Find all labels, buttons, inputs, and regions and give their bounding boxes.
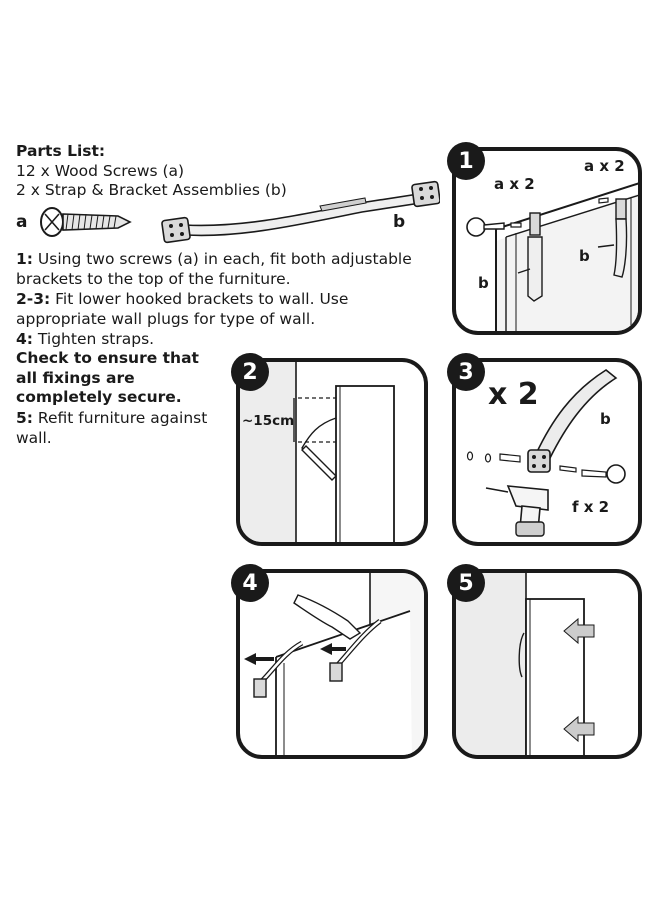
strap-bracket-assembly-icon: [161, 180, 440, 244]
parts-item-wood-screws: 12 x Wood Screws (a): [16, 162, 185, 180]
step-2-badge: 2: [231, 353, 269, 391]
step-3-panel: x 2 b f x 2: [452, 358, 642, 546]
parts-item-strap-brackets: 2 x Strap & Bracket Assemblies (b): [16, 181, 287, 199]
step-3-label-f: f x 2: [572, 498, 610, 516]
instruction-step-2-3: 2-3: Fit lower hooked brackets to wall. …: [16, 290, 349, 328]
label-a: a: [16, 212, 28, 232]
step-4-panel: [236, 569, 428, 759]
instruction-step-5: 5: Refit furniture against wall.: [16, 409, 208, 447]
step-3-multiplier: x 2: [488, 377, 539, 412]
step-5-panel: [452, 569, 642, 759]
instruction-check: Check to ensure that all fixings are com…: [16, 349, 199, 406]
step-5-badge: 5: [447, 564, 485, 602]
push-arrow-bottom-icon: [563, 715, 595, 743]
step-2-panel: ~15cm: [236, 358, 428, 546]
step-4-badge: 4: [231, 564, 269, 602]
instruction-step-1: 1: Using two screws (a) in each, fit bot…: [16, 250, 412, 288]
step-2-measure-label: ~15cm: [242, 413, 295, 429]
step-5-illustration: [456, 573, 595, 755]
step-4-illustration: [244, 573, 424, 755]
push-arrow-top-icon: [563, 617, 595, 645]
parts-illustration: [40, 180, 440, 244]
parts-list-title: Parts List:: [16, 142, 106, 160]
instruction-step-4: 4: Tighten straps.: [16, 330, 155, 348]
wood-screw-icon: [40, 207, 132, 237]
step-2-illustration: [240, 362, 395, 542]
step-1-label-b-left: b: [478, 274, 489, 292]
step-1-label-a-left: a x 2: [494, 175, 535, 193]
step-1-badge: 1: [447, 142, 485, 180]
step-1-label-b-right: b: [579, 247, 590, 265]
step-3-label-b: b: [600, 410, 611, 428]
step-1-label-a-right: a x 2: [584, 157, 625, 175]
label-b: b: [393, 212, 406, 232]
step-3-badge: 3: [447, 353, 485, 391]
step-1-illustration: [466, 182, 638, 331]
step-3-illustration: [466, 369, 626, 537]
step-1-panel: a x 2 a x 2 b b: [452, 147, 642, 335]
